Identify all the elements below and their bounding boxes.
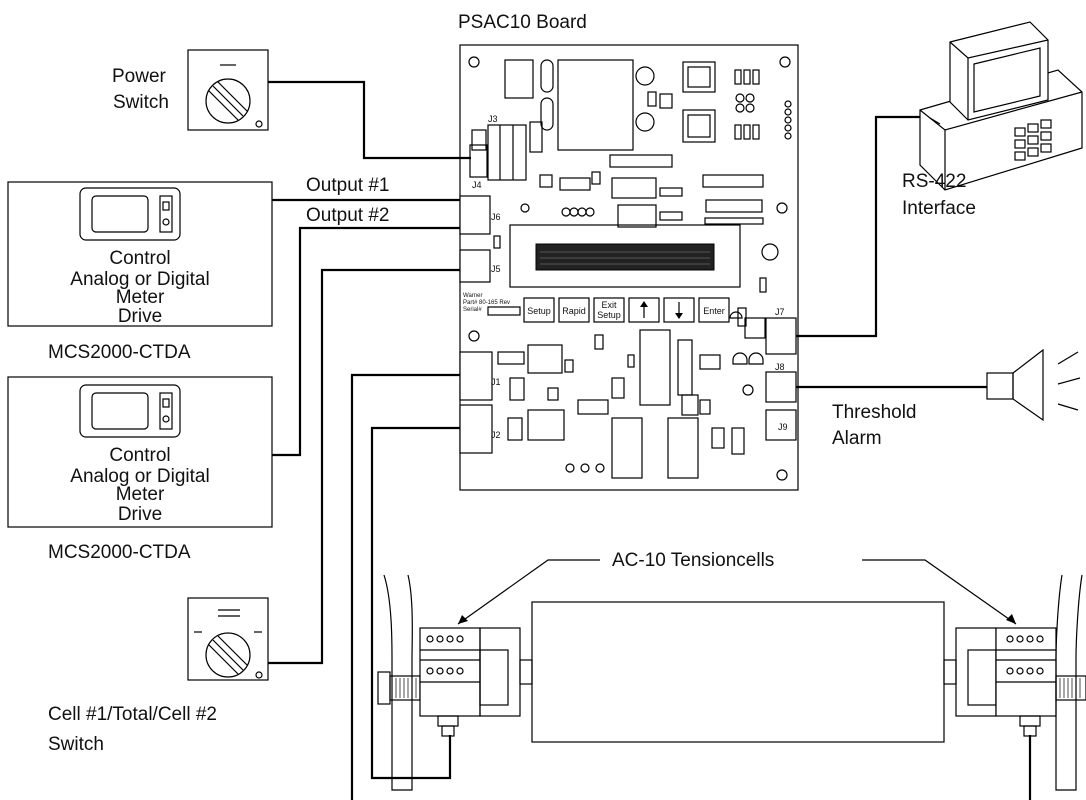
rs422-label-2: Interface [902,198,976,219]
exit-label: Exit [601,300,617,310]
control1-label-2: Analog or Digital [70,269,209,290]
power-switch-label-2: Switch [113,92,169,113]
alarm-horn-icon [986,348,1081,422]
setup-button-label: Setup [527,306,551,316]
cell-switch-label-2: Switch [48,734,104,755]
rapid-button-label: Rapid [562,306,586,316]
exit-setup-button [593,297,625,323]
setup-button [523,297,555,323]
cell-selector-switch [187,597,269,681]
enter-button [698,297,730,323]
control2-label-1: Control [109,445,170,466]
board-info-line1: Warner [463,293,482,299]
threshold-label-1: Threshold [832,402,917,423]
output2-label: Output #2 [306,205,389,226]
rs422-label-1: RS-422 [902,171,966,192]
connector-j9: J9 [778,422,788,432]
control-unit-1 [7,181,273,327]
output1-label: Output #1 [306,175,389,196]
computer-icon [919,21,1083,191]
connector-j1: J1 [491,377,501,387]
connector-j3: J3 [488,114,498,124]
power-switch [187,49,269,131]
tensioncells-label: AC-10 Tensioncells [612,550,774,571]
mcs2000-label-2: MCS2000-CTDA [48,542,191,563]
control2-label-3: Meter [116,484,165,505]
control2-label-4: Drive [118,504,162,525]
board-title: PSAC10 Board [458,12,587,33]
control-unit-2 [7,376,273,528]
connector-j8: J8 [775,362,785,372]
board-buttons: Setup Rapid Exit Setup Enter [523,297,730,323]
threshold-label-2: Alarm [832,428,882,449]
tensioncell-assembly [377,559,1086,791]
rapid-button [558,297,590,323]
mcs2000-label-1: MCS2000-CTDA [48,342,191,363]
up-button [628,297,660,323]
cell-switch-label-1: Cell #1/Total/Cell #2 [48,704,217,725]
control2-label-2: Analog or Digital [70,466,209,487]
board-info-line2: Part# 80-165 Rev [463,300,510,306]
power-switch-label-1: Power [112,66,167,87]
board-info-line3: Serial# [463,307,482,313]
control1-label-1: Control [109,248,170,269]
psac10-board: Warner Part# 80-165 Rev Serial# Setup Ra… [459,44,799,491]
connector-j2: J2 [491,430,501,440]
wiring [268,80,1032,800]
down-button [663,297,695,323]
connector-j6: J6 [491,212,501,222]
setup-label-2: Setup [597,310,621,320]
enter-button-label: Enter [703,306,725,316]
control1-label-3: Meter [116,287,165,308]
control1-label-4: Drive [118,306,162,327]
connector-j5: J5 [491,264,501,274]
connector-j7: J7 [775,307,785,317]
connector-j4: J4 [472,180,482,190]
